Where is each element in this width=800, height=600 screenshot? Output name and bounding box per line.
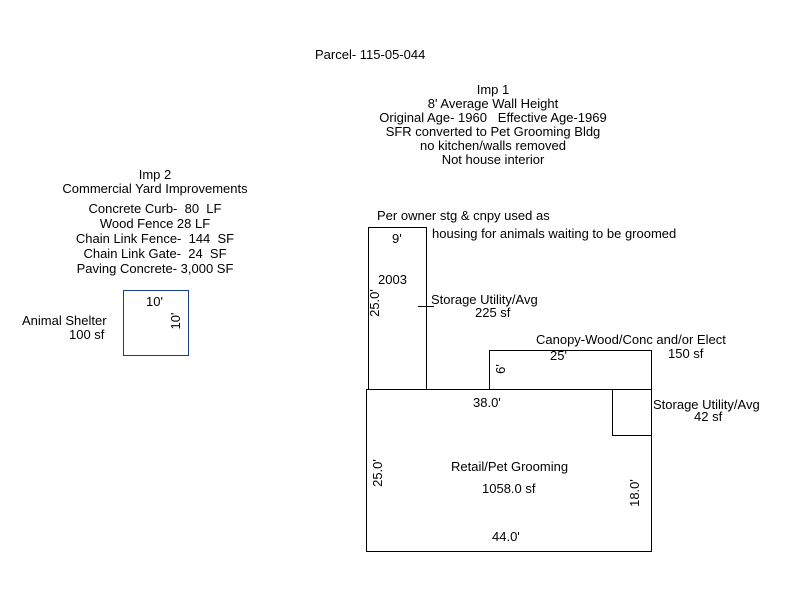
canopy-dim-top: 25' <box>550 348 567 363</box>
storage-small-label: Storage Utility/Avg <box>653 397 760 412</box>
main-dim-top: 38.0' <box>473 395 501 410</box>
canopy-dim-side: 6' <box>493 364 508 374</box>
imp2-subtitle: Commercial Yard Improvements <box>62 181 248 196</box>
animal-shelter-area: 100 sf <box>69 327 105 342</box>
main-dim-right: 18.0' <box>627 479 642 507</box>
canopy-box <box>489 350 652 390</box>
storage-tall-dim-side: 25.0' <box>367 289 382 317</box>
animal-shelter-dim-side: 10' <box>168 312 183 330</box>
animal-shelter-dim-top: 10' <box>146 294 163 309</box>
storage-tall-year: 2003 <box>378 272 407 287</box>
imp2-item: Concrete Curb- 80 LF <box>88 201 222 216</box>
imp1-line: no kitchen/walls removed <box>420 138 566 153</box>
imp2-item: Chain Link Gate- 24 SF <box>83 246 227 261</box>
main-label: Retail/Pet Grooming <box>451 459 569 474</box>
imp2-item: Paving Concrete- 3,000 SF <box>76 261 234 276</box>
parcel-number: Parcel- 115-05-044 <box>315 47 426 62</box>
main-dim-left: 25.0' <box>370 459 385 487</box>
owner-note-line2: housing for animals waiting to be groome… <box>432 226 677 241</box>
storage-tall-leader-line <box>418 306 434 307</box>
canopy-area: 150 sf <box>668 346 704 361</box>
imp1-line: Not house interior <box>441 152 545 167</box>
owner-note-line1: Per owner stg & cnpy used as <box>377 208 550 223</box>
main-dim-bottom: 44.0' <box>492 529 520 544</box>
storage-small-box <box>612 389 652 436</box>
imp2-title: Imp 2 <box>138 167 172 182</box>
animal-shelter-label: Animal Shelter <box>22 313 107 328</box>
imp1-title: Imp 1 <box>476 82 510 97</box>
imp1-line: SFR converted to Pet Grooming Bldg <box>385 124 601 139</box>
imp2-notes: Imp 2 Commercial Yard Improvements Concr… <box>40 168 270 276</box>
imp1-line: 8' Average Wall Height <box>427 96 559 111</box>
storage-tall-dim-top: 9' <box>392 231 402 246</box>
imp2-item: Chain Link Fence- 144 SF <box>75 231 235 246</box>
canopy-label: Canopy-Wood/Conc and/or Elect <box>536 332 726 347</box>
storage-small-area: 42 sf <box>694 409 723 424</box>
imp1-notes: Imp 1 8' Average Wall Height Original Ag… <box>340 83 646 167</box>
storage-tall-label: Storage Utility/Avg <box>431 292 538 307</box>
storage-tall-area: 225 sf <box>475 305 511 320</box>
imp1-line: Original Age- 1960 Effective Age-1969 <box>379 110 607 125</box>
main-building-box <box>366 389 652 552</box>
main-area: 1058.0 sf <box>482 481 536 496</box>
imp2-item: Wood Fence 28 LF <box>99 216 211 231</box>
animal-shelter-box <box>123 290 189 356</box>
